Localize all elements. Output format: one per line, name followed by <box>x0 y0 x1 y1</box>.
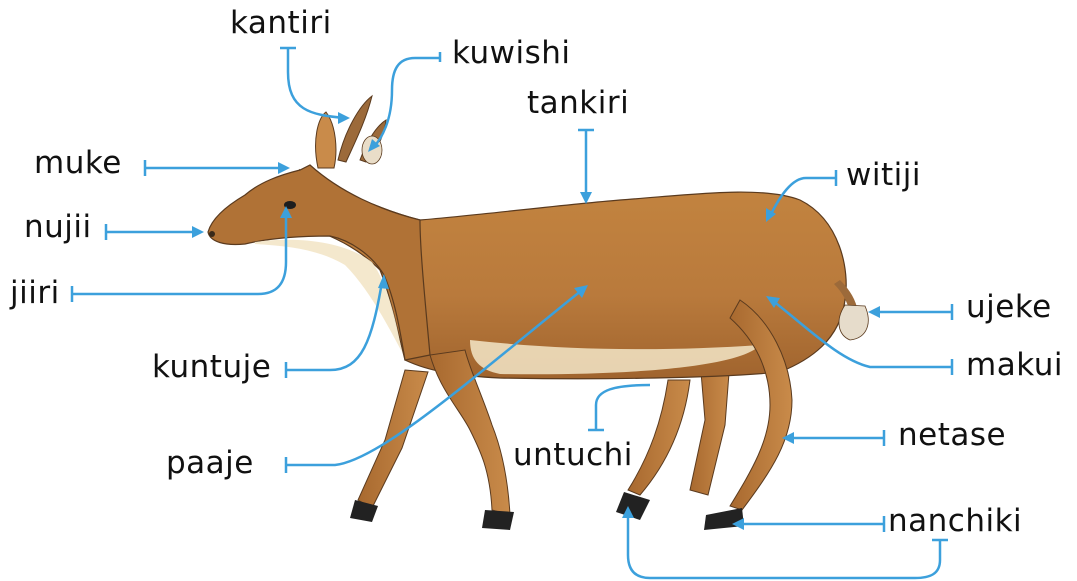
arrowhead-ujeke <box>868 306 880 318</box>
far-hind-hoof <box>616 492 650 520</box>
leader-kuwishi <box>373 52 440 148</box>
leader-muke <box>145 160 282 176</box>
label-makui: makui <box>966 350 1063 381</box>
label-kantiri: kantiri <box>230 8 332 39</box>
leader-netase <box>790 430 884 446</box>
leader-nujii <box>106 224 196 240</box>
far-hind-leg-lower <box>628 380 690 495</box>
label-ujeke: ujeke <box>966 292 1052 323</box>
label-tankiri: tankiri <box>527 88 629 119</box>
far-hind-leg <box>690 360 730 495</box>
label-witiji: witiji <box>846 160 921 191</box>
label-nanchiki: nanchiki <box>888 506 1022 537</box>
leader-kuntuje <box>286 282 382 378</box>
nose <box>209 231 215 237</box>
leader-kantiri <box>280 48 345 118</box>
label-netase: netase <box>898 420 1006 451</box>
arrowhead-nujii <box>192 226 204 238</box>
label-paaje: paaje <box>166 448 254 479</box>
label-jiiri: jiiri <box>10 278 60 309</box>
leader-untuchi <box>588 385 650 430</box>
label-kuwishi: kuwishi <box>452 38 571 69</box>
arrowhead-muke <box>278 162 290 174</box>
label-nujii: nujii <box>24 212 92 243</box>
arrowhead-kantiri <box>338 112 350 124</box>
label-untuchi: untuchi <box>513 440 633 471</box>
leader-nanchiki <box>740 516 884 532</box>
ear <box>316 112 336 168</box>
label-muke: muke <box>34 148 122 179</box>
leader-ujeke <box>876 304 952 320</box>
label-kuntuje: kuntuje <box>152 352 271 383</box>
leader-tankiri <box>578 130 594 196</box>
tail-tuft <box>839 305 868 340</box>
near-front-hoof <box>482 510 514 530</box>
